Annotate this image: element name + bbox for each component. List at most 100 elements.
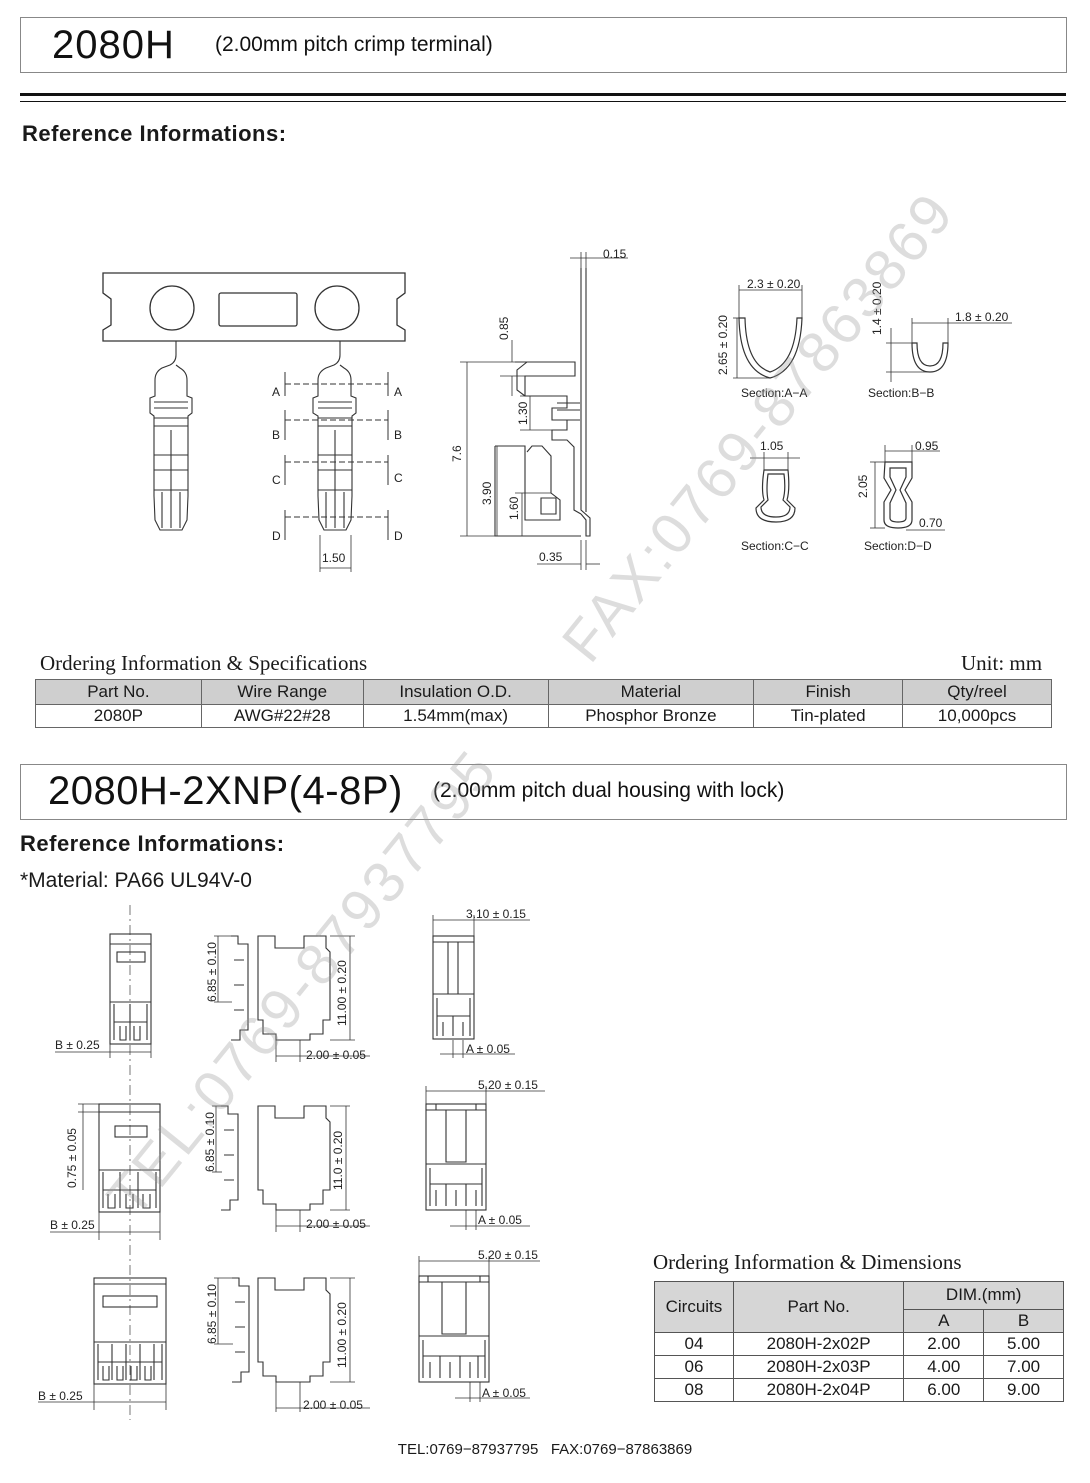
housing-row1-side bbox=[231, 935, 331, 1041]
ordering1-heading: Ordering Information & Specifications bbox=[40, 651, 368, 675]
section1-title-box: 2080H (2.00mm pitch crimp terminal) bbox=[20, 17, 1067, 73]
section2-ref-heading: Reference Informations: bbox=[20, 831, 285, 856]
housing-row1-back-dims bbox=[432, 915, 530, 1058]
section-a-shape bbox=[738, 317, 803, 379]
cell-part: 2080H-2x04P bbox=[732, 1378, 905, 1402]
housing-row3-back bbox=[418, 1275, 490, 1383]
housing-row3-front-dims bbox=[38, 1384, 167, 1410]
secD-height-label: 2.05 bbox=[856, 474, 870, 498]
housing-drawing: B ± 0.25 6.85 ± 0.10 11.00 ± 0.20 2.00 ±… bbox=[38, 905, 545, 1420]
section-letter-a-right: A bbox=[394, 385, 402, 399]
secA-width-label: 2.3 ± 0.20 bbox=[747, 277, 801, 291]
section-label-cc: Section:C−C bbox=[741, 539, 809, 553]
ordering1-header-row: Part No. Wire Range Insulation O.D. Mate… bbox=[35, 679, 1052, 705]
col-circuits: Circuits bbox=[654, 1281, 734, 1333]
section2-subtitle: (2.00mm pitch dual housing with lock) bbox=[433, 779, 785, 802]
housing-row3-back-dims bbox=[418, 1256, 540, 1402]
dim-label-130: 1.30 bbox=[516, 401, 530, 425]
row3-w-label: 5.20 ± 0.15 bbox=[478, 1248, 538, 1262]
housing-row2-back bbox=[425, 1103, 487, 1211]
row1-h1-label: 6.85 ± 0.10 bbox=[205, 942, 219, 1002]
secD-width-label: 0.95 bbox=[915, 439, 939, 453]
dim-label-035: 0.35 bbox=[539, 550, 563, 564]
section-d-dims bbox=[870, 445, 945, 531]
section-label-dd: Section:D−D bbox=[864, 539, 932, 553]
divider-thick bbox=[20, 93, 1066, 96]
col-dim-b: B bbox=[983, 1308, 1064, 1334]
table-row: 06 2080H-2x03P 4.00 7.00 bbox=[654, 1355, 1064, 1379]
cell-b: 5.00 bbox=[983, 1332, 1064, 1356]
secA-height-label: 2.65 ± 0.20 bbox=[716, 315, 730, 375]
housing-row1-side-dims bbox=[214, 935, 370, 1062]
secB-height-label: 1.4 ± 0.20 bbox=[870, 281, 884, 335]
cell-a: 6.00 bbox=[903, 1378, 985, 1402]
col-part-no: Part No. bbox=[35, 679, 202, 705]
housing-row3-front bbox=[93, 1277, 167, 1385]
row2-a-label: A ± 0.05 bbox=[478, 1213, 522, 1227]
secD-thickness-label: 0.70 bbox=[919, 516, 943, 530]
section-letter-c-left: C bbox=[272, 473, 281, 487]
row3-h1-label: 6.85 ± 0.10 bbox=[205, 1284, 219, 1344]
footer-contact: TEL:0769−87937795 FAX:0769−87863869 bbox=[397, 1441, 693, 1458]
table-row: 08 2080H-2x04P 6.00 9.00 bbox=[654, 1378, 1064, 1402]
ordering2-heading: Ordering Information & Dimensions bbox=[653, 1250, 962, 1274]
housing-row3-side bbox=[232, 1277, 331, 1383]
cell-circuits: 08 bbox=[654, 1378, 734, 1402]
cell-wire-range: AWG#22#28 bbox=[200, 704, 364, 728]
cell-b: 9.00 bbox=[983, 1378, 1064, 1402]
cell-material: Phosphor Bronze bbox=[547, 704, 755, 728]
cell-a: 2.00 bbox=[903, 1332, 985, 1356]
ordering2-subheader-row: A B bbox=[655, 1308, 1064, 1334]
housing-row1-back bbox=[432, 935, 475, 1040]
section-b-shape bbox=[911, 342, 949, 373]
table-row: 04 2080H-2x02P 2.00 5.00 bbox=[654, 1332, 1064, 1356]
col-material: Material bbox=[547, 679, 755, 705]
row1-w-label: 3.10 ± 0.15 bbox=[466, 907, 526, 921]
dim-label-015: 0.15 bbox=[603, 247, 627, 261]
section-label-aa: Section:A−A bbox=[741, 386, 807, 400]
section2-title-box: 2080H-2XNP(4-8P) (2.00mm pitch dual hous… bbox=[20, 764, 1067, 820]
row1-b-label: B ± 0.25 bbox=[55, 1038, 100, 1052]
housing-row2-side-dims bbox=[212, 1105, 370, 1232]
terminal-left bbox=[149, 341, 193, 531]
section-label-bb: Section:B−B bbox=[868, 386, 934, 400]
terminal-carrier-strip bbox=[102, 272, 406, 342]
section-letter-a-left: A bbox=[272, 385, 280, 399]
section-cut-lines bbox=[285, 383, 388, 518]
cell-b: 7.00 bbox=[983, 1355, 1064, 1379]
section-d-shape bbox=[883, 461, 913, 529]
section1-title: 2080H bbox=[52, 23, 175, 67]
divider-thin bbox=[20, 101, 1066, 102]
housing-row1-front bbox=[109, 933, 152, 1045]
col-dim-a: A bbox=[903, 1308, 985, 1334]
section1-ref-heading: Reference Informations: bbox=[22, 121, 287, 146]
col-finish: Finish bbox=[753, 679, 904, 705]
row3-b-label: B ± 0.25 bbox=[38, 1389, 83, 1403]
row2-pitch-label: 2.00 ± 0.05 bbox=[306, 1217, 366, 1231]
table-row: 2080P AWG#22#28 1.54mm(max) Phosphor Bro… bbox=[35, 704, 1052, 728]
section-c-dims bbox=[750, 452, 800, 470]
cell-circuits: 06 bbox=[654, 1355, 734, 1379]
row2-b-label: B ± 0.25 bbox=[50, 1218, 95, 1232]
cell-finish: Tin-plated bbox=[753, 704, 904, 728]
secB-width-label: 1.8 ± 0.20 bbox=[955, 310, 1009, 324]
dim-label-150: 1.50 bbox=[322, 551, 346, 565]
row2-h1-label: 6.85 ± 0.10 bbox=[203, 1112, 217, 1172]
section-c-shape bbox=[755, 469, 796, 523]
housing-row2-front-dims bbox=[50, 1103, 161, 1240]
section-letter-c-right: C bbox=[394, 471, 403, 485]
dim-label-76: 7.6 bbox=[450, 445, 464, 462]
side-view-dimension-lines bbox=[460, 252, 628, 570]
terminal-drawing: A A B B C C D D 1.50 0.15 0.85 bbox=[102, 247, 1012, 572]
row1-h2-label: 11.00 ± 0.20 bbox=[335, 960, 349, 1026]
housing-row1-b-dim bbox=[55, 1044, 152, 1058]
dim-label-390: 3.90 bbox=[480, 481, 494, 505]
ordering1-table: Part No. Wire Range Insulation O.D. Mate… bbox=[35, 679, 1052, 728]
section-a-dims bbox=[733, 285, 803, 379]
housing-row2-side bbox=[221, 1105, 331, 1211]
cell-part-no: 2080P bbox=[35, 704, 202, 728]
row3-pitch-label: 2.00 ± 0.05 bbox=[303, 1398, 363, 1412]
section-ticks bbox=[284, 372, 389, 540]
section-b-dims bbox=[886, 318, 1012, 382]
cell-circuits: 04 bbox=[654, 1332, 734, 1356]
